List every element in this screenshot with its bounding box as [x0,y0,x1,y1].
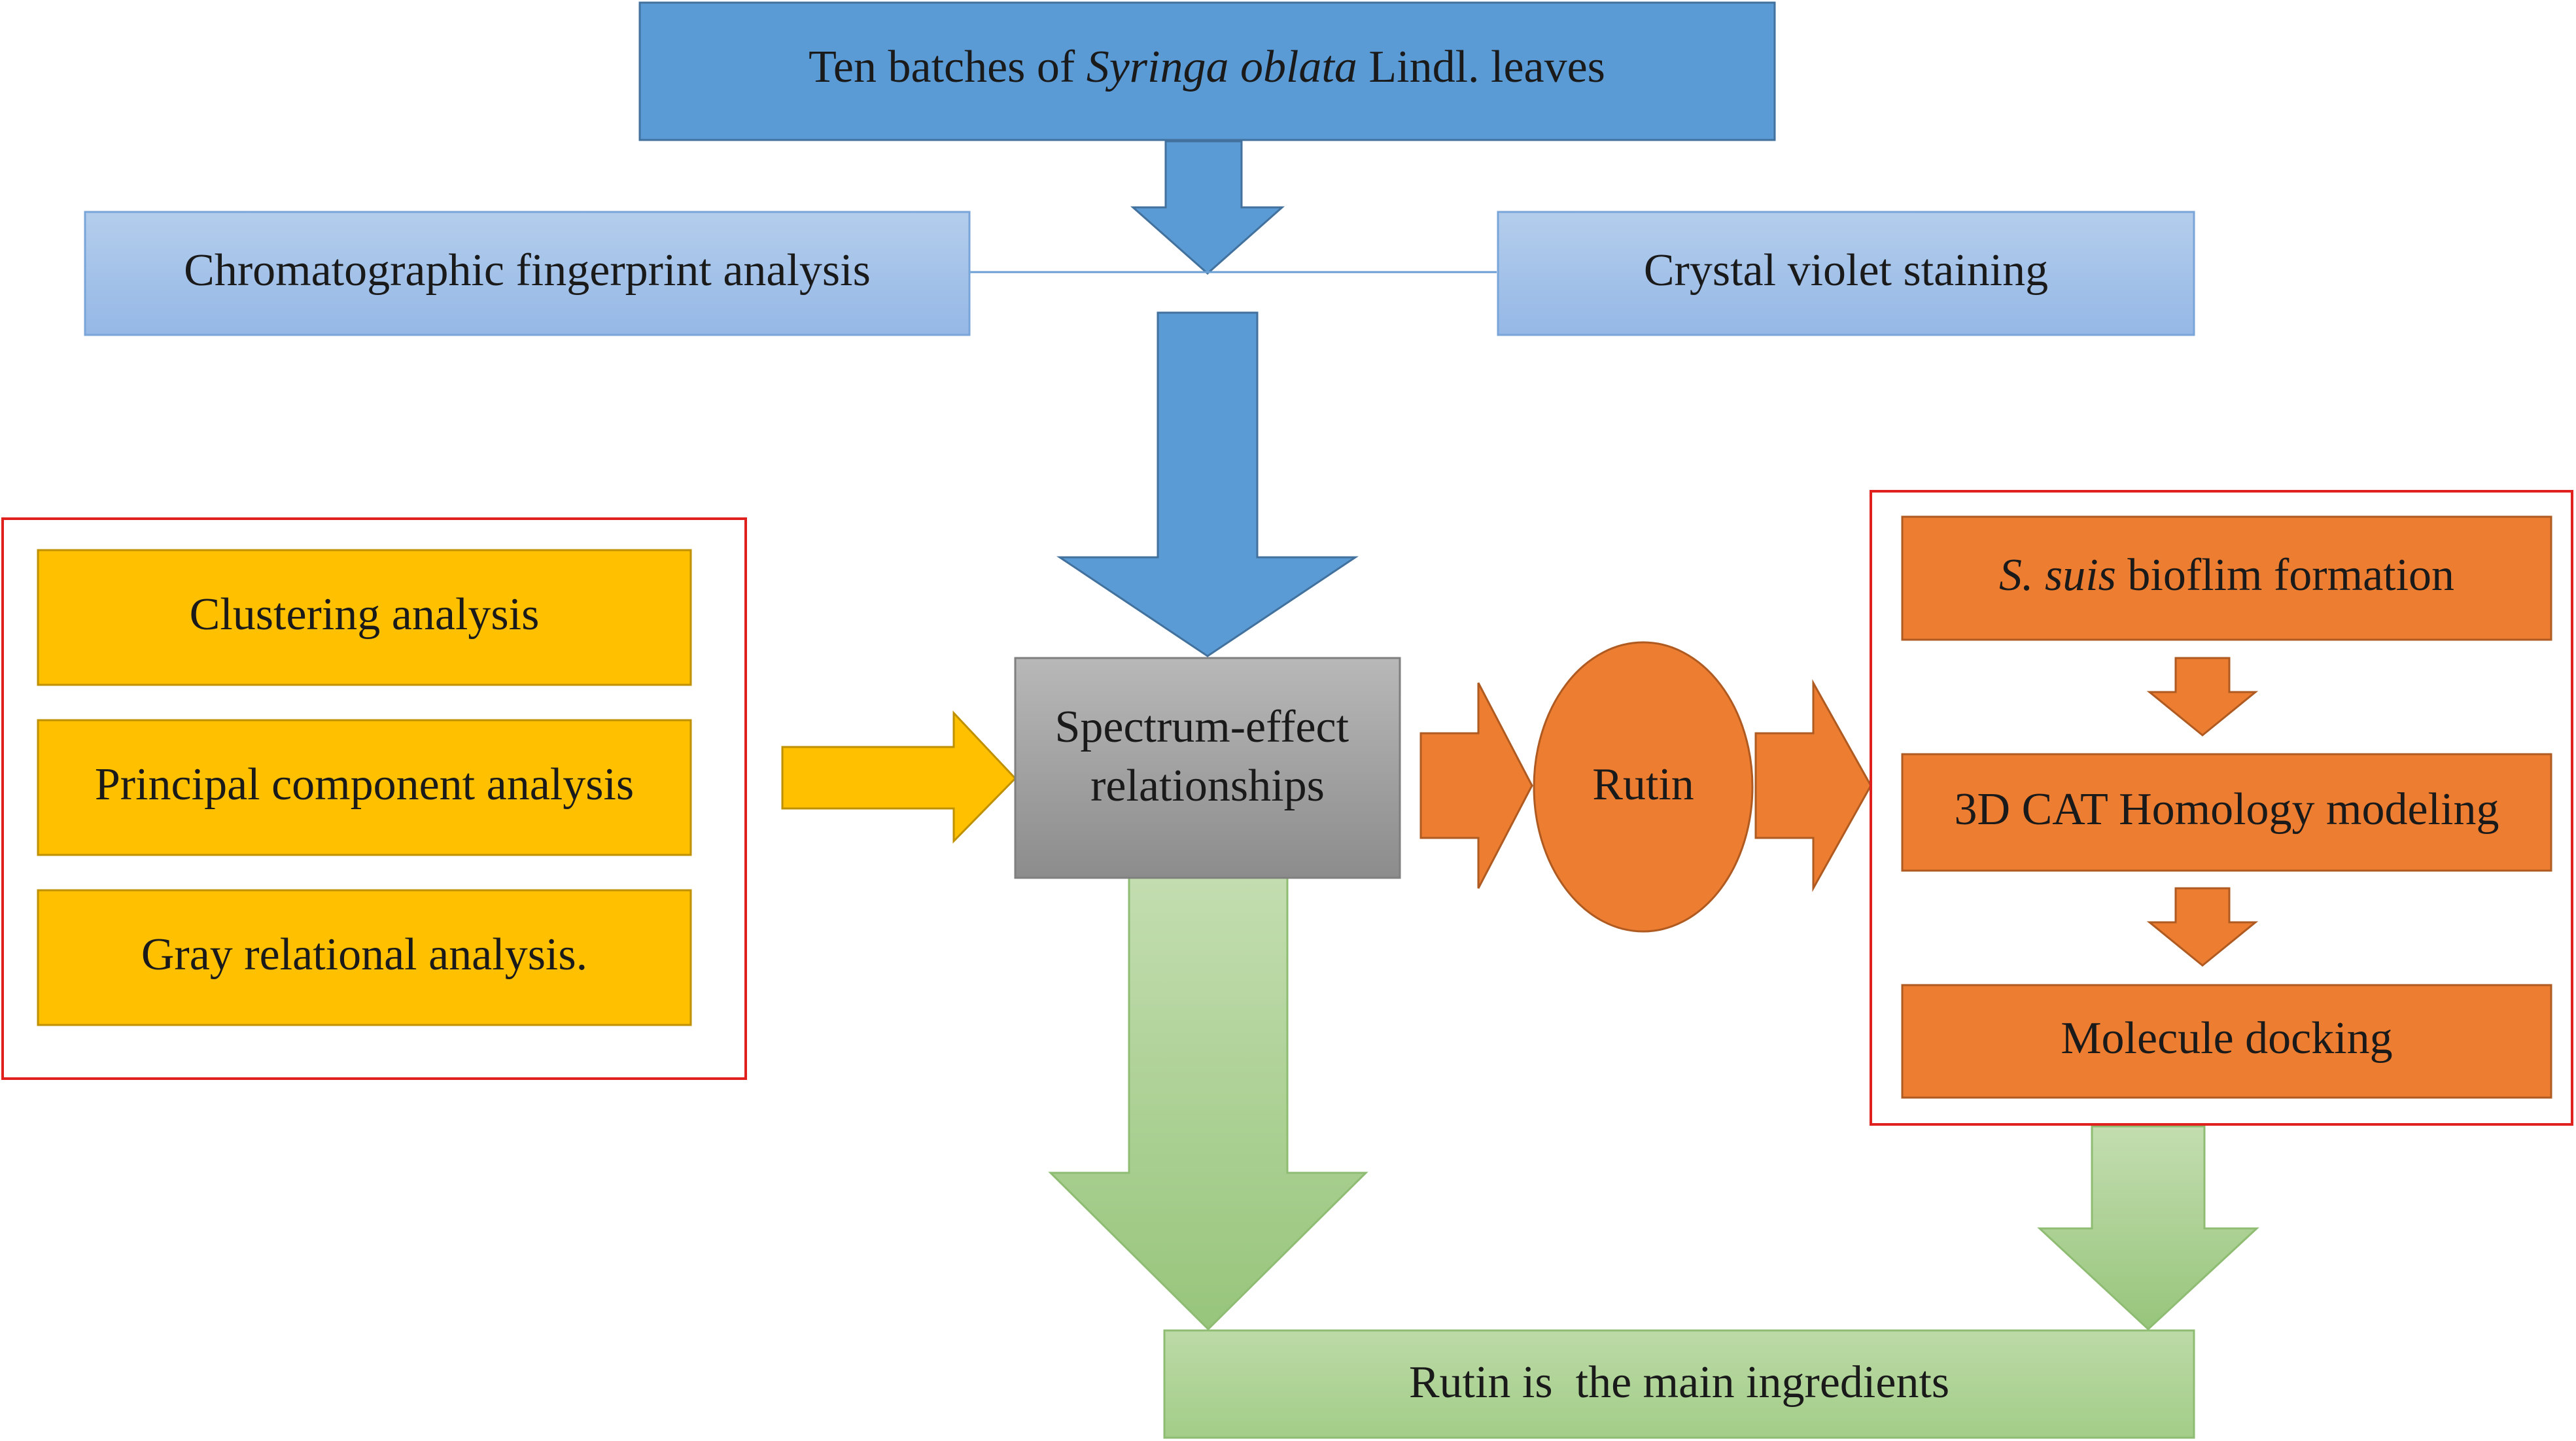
homology-to-docking-arrow [2146,887,2259,967]
rutin-label: Rutin [1592,759,1694,810]
analysis-group-frame [1,517,747,1080]
rutin-node: Rutin [1533,641,1754,933]
svg-text:Spectrum-effect relation: Spectrum-effect relationships [1054,702,1360,811]
analysis-box-gray-relational: Gray relational analysis. [37,889,692,1026]
crystal-violet-box: Crystal violet staining [1497,211,2195,336]
analysis-label-pca: Principal component analysis [95,759,634,810]
svg-text:Ten batches of Syringa oblata: Ten batches of Syringa oblata Lindl. lea… [809,42,1605,92]
analysis-box-clustering: Clustering analysis [37,549,692,686]
conclusion-label: Rutin is the main ingredients [1409,1357,1949,1408]
spectrum-label-line1: Spectrum-effect [1054,702,1349,752]
analysis-right-arrow [781,710,1017,844]
rutin-to-validation-arrow [1754,679,1872,892]
analysis-label-clustering: Clustering analysis [190,589,540,640]
conclusion-box: Rutin is the main ingredients [1163,1329,2195,1439]
top-box-text-suffix: Lindl. leaves [1357,42,1605,92]
biofilm-label-suffix: bioflim formation [2116,550,2454,600]
chromatographic-box: Chromatographic fingerprint analysis [84,211,971,336]
main-down-arrow [1056,311,1359,657]
biofilm-box: S. suis bioflim formation [1901,515,2552,641]
svg-text:S. suis bioflim formation: S. suis bioflim formation [1999,550,2454,600]
biofilm-to-homology-arrow [2146,657,2259,737]
spectrum-to-rutin-arrow [1419,682,1533,889]
spectrum-effect-box: Spectrum-effect relationships [1014,657,1401,879]
analysis-label-gray-relational: Gray relational analysis. [141,929,587,980]
top-box-text-prefix: Ten batches of [809,42,1087,92]
docking-label: Molecule docking [2061,1013,2392,1064]
top-box-text-italic: Syringa oblata [1087,42,1357,92]
crystal-violet-label: Crystal violet staining [1644,245,2048,296]
top-down-arrow [1130,140,1285,275]
top-source-box: Ten batches of Syringa oblata Lindl. lea… [638,1,1776,141]
docking-box: Molecule docking [1901,984,2552,1099]
spectrum-down-arrow [1048,875,1368,1331]
homology-box: 3D CAT Homology modeling [1901,753,2552,872]
analysis-box-pca: Principal component analysis [37,719,692,856]
spectrum-label-line2: relationships [1090,761,1325,811]
biofilm-label-italic: S. suis [1999,550,2116,600]
homology-label: 3D CAT Homology modeling [1955,784,2499,835]
chromatographic-label: Chromatographic fingerprint analysis [184,245,871,296]
validation-down-arrow [2037,1125,2259,1331]
